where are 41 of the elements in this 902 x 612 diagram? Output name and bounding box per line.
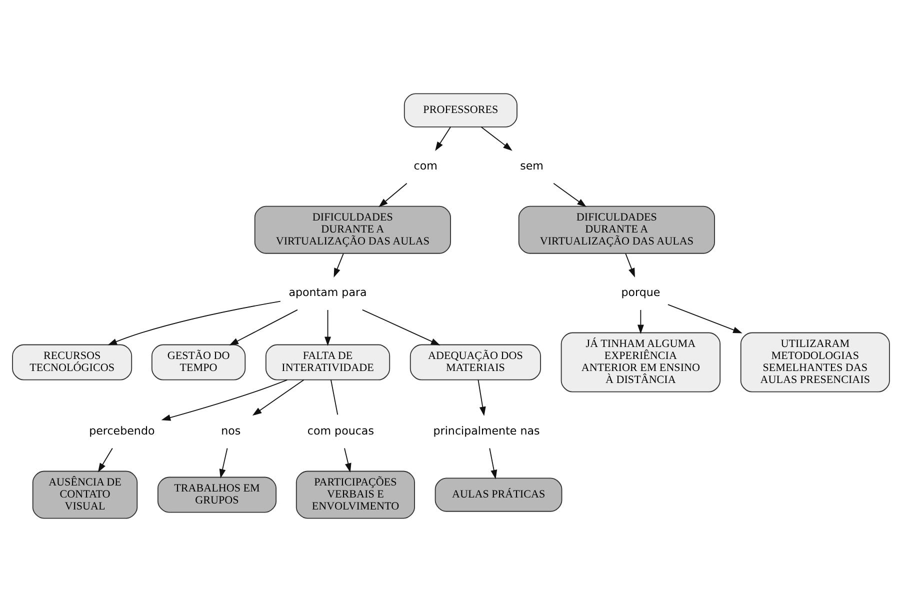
node-text: percebendo <box>89 424 155 438</box>
arrow <box>108 300 281 346</box>
arrow <box>489 448 498 480</box>
node-box: PROFESSORES <box>404 93 518 128</box>
arrow <box>478 379 486 416</box>
node-box: ADEQUAÇÃO DOS MATERIAIS <box>410 344 541 380</box>
arrow <box>378 182 408 208</box>
arrow <box>324 310 331 346</box>
arrow <box>625 253 635 278</box>
node-text: apontam para <box>288 286 367 299</box>
node-text: com poucas <box>307 424 374 438</box>
node-box: RECURSOS TECNOLÓGICOS <box>12 344 132 380</box>
arrow <box>161 379 288 421</box>
node-text: nos <box>221 424 241 438</box>
node-box: DIFICULDADES DURANTE A VIRTUALIZAÇÃO DAS AULAS <box>518 206 715 254</box>
arrow <box>637 310 644 334</box>
connector <box>330 379 338 416</box>
arrow <box>252 379 304 416</box>
arrow <box>219 448 228 478</box>
node-box: TRABALHOS EM GRUPOS <box>157 476 277 513</box>
node-text: porque <box>621 286 660 299</box>
node-box: JÁ TINHAM ALGUMA EXPERIÊNCIA ANTERIOR EM ENSINO À DISTÂNCIA <box>560 332 721 392</box>
arrow <box>344 448 352 473</box>
arrow <box>229 309 298 346</box>
arrow <box>553 182 586 208</box>
node-box: AULAS PRÁTICAS <box>434 478 562 512</box>
node-box: AUSÊNCIA DE CONTATO VISUAL <box>32 470 138 519</box>
node-box: GESTÃO DO TEMPO <box>151 344 246 380</box>
arrow <box>435 126 452 151</box>
node-box: UTILIZARAM METODOLOGIAS SEMELHANTES DAS AULAS PRESENCIAIS <box>740 332 890 392</box>
node-text: sem <box>520 159 544 172</box>
node-text: com <box>414 159 438 172</box>
node-text: principalmente nas <box>433 424 540 438</box>
arrow <box>98 448 113 472</box>
node-box: PARTICIPAÇÕES VERBAIS E ENVOLVIMENTO <box>296 470 415 519</box>
arrow <box>362 309 440 346</box>
node-box: DIFICULDADES DURANTE A VIRTUALIZAÇÃO DAS AULAS <box>254 206 451 254</box>
node-box: FALTA DE INTERATIVIDADE <box>265 344 390 380</box>
arrow <box>667 304 742 334</box>
arrow <box>480 126 512 151</box>
arrow <box>334 253 344 278</box>
